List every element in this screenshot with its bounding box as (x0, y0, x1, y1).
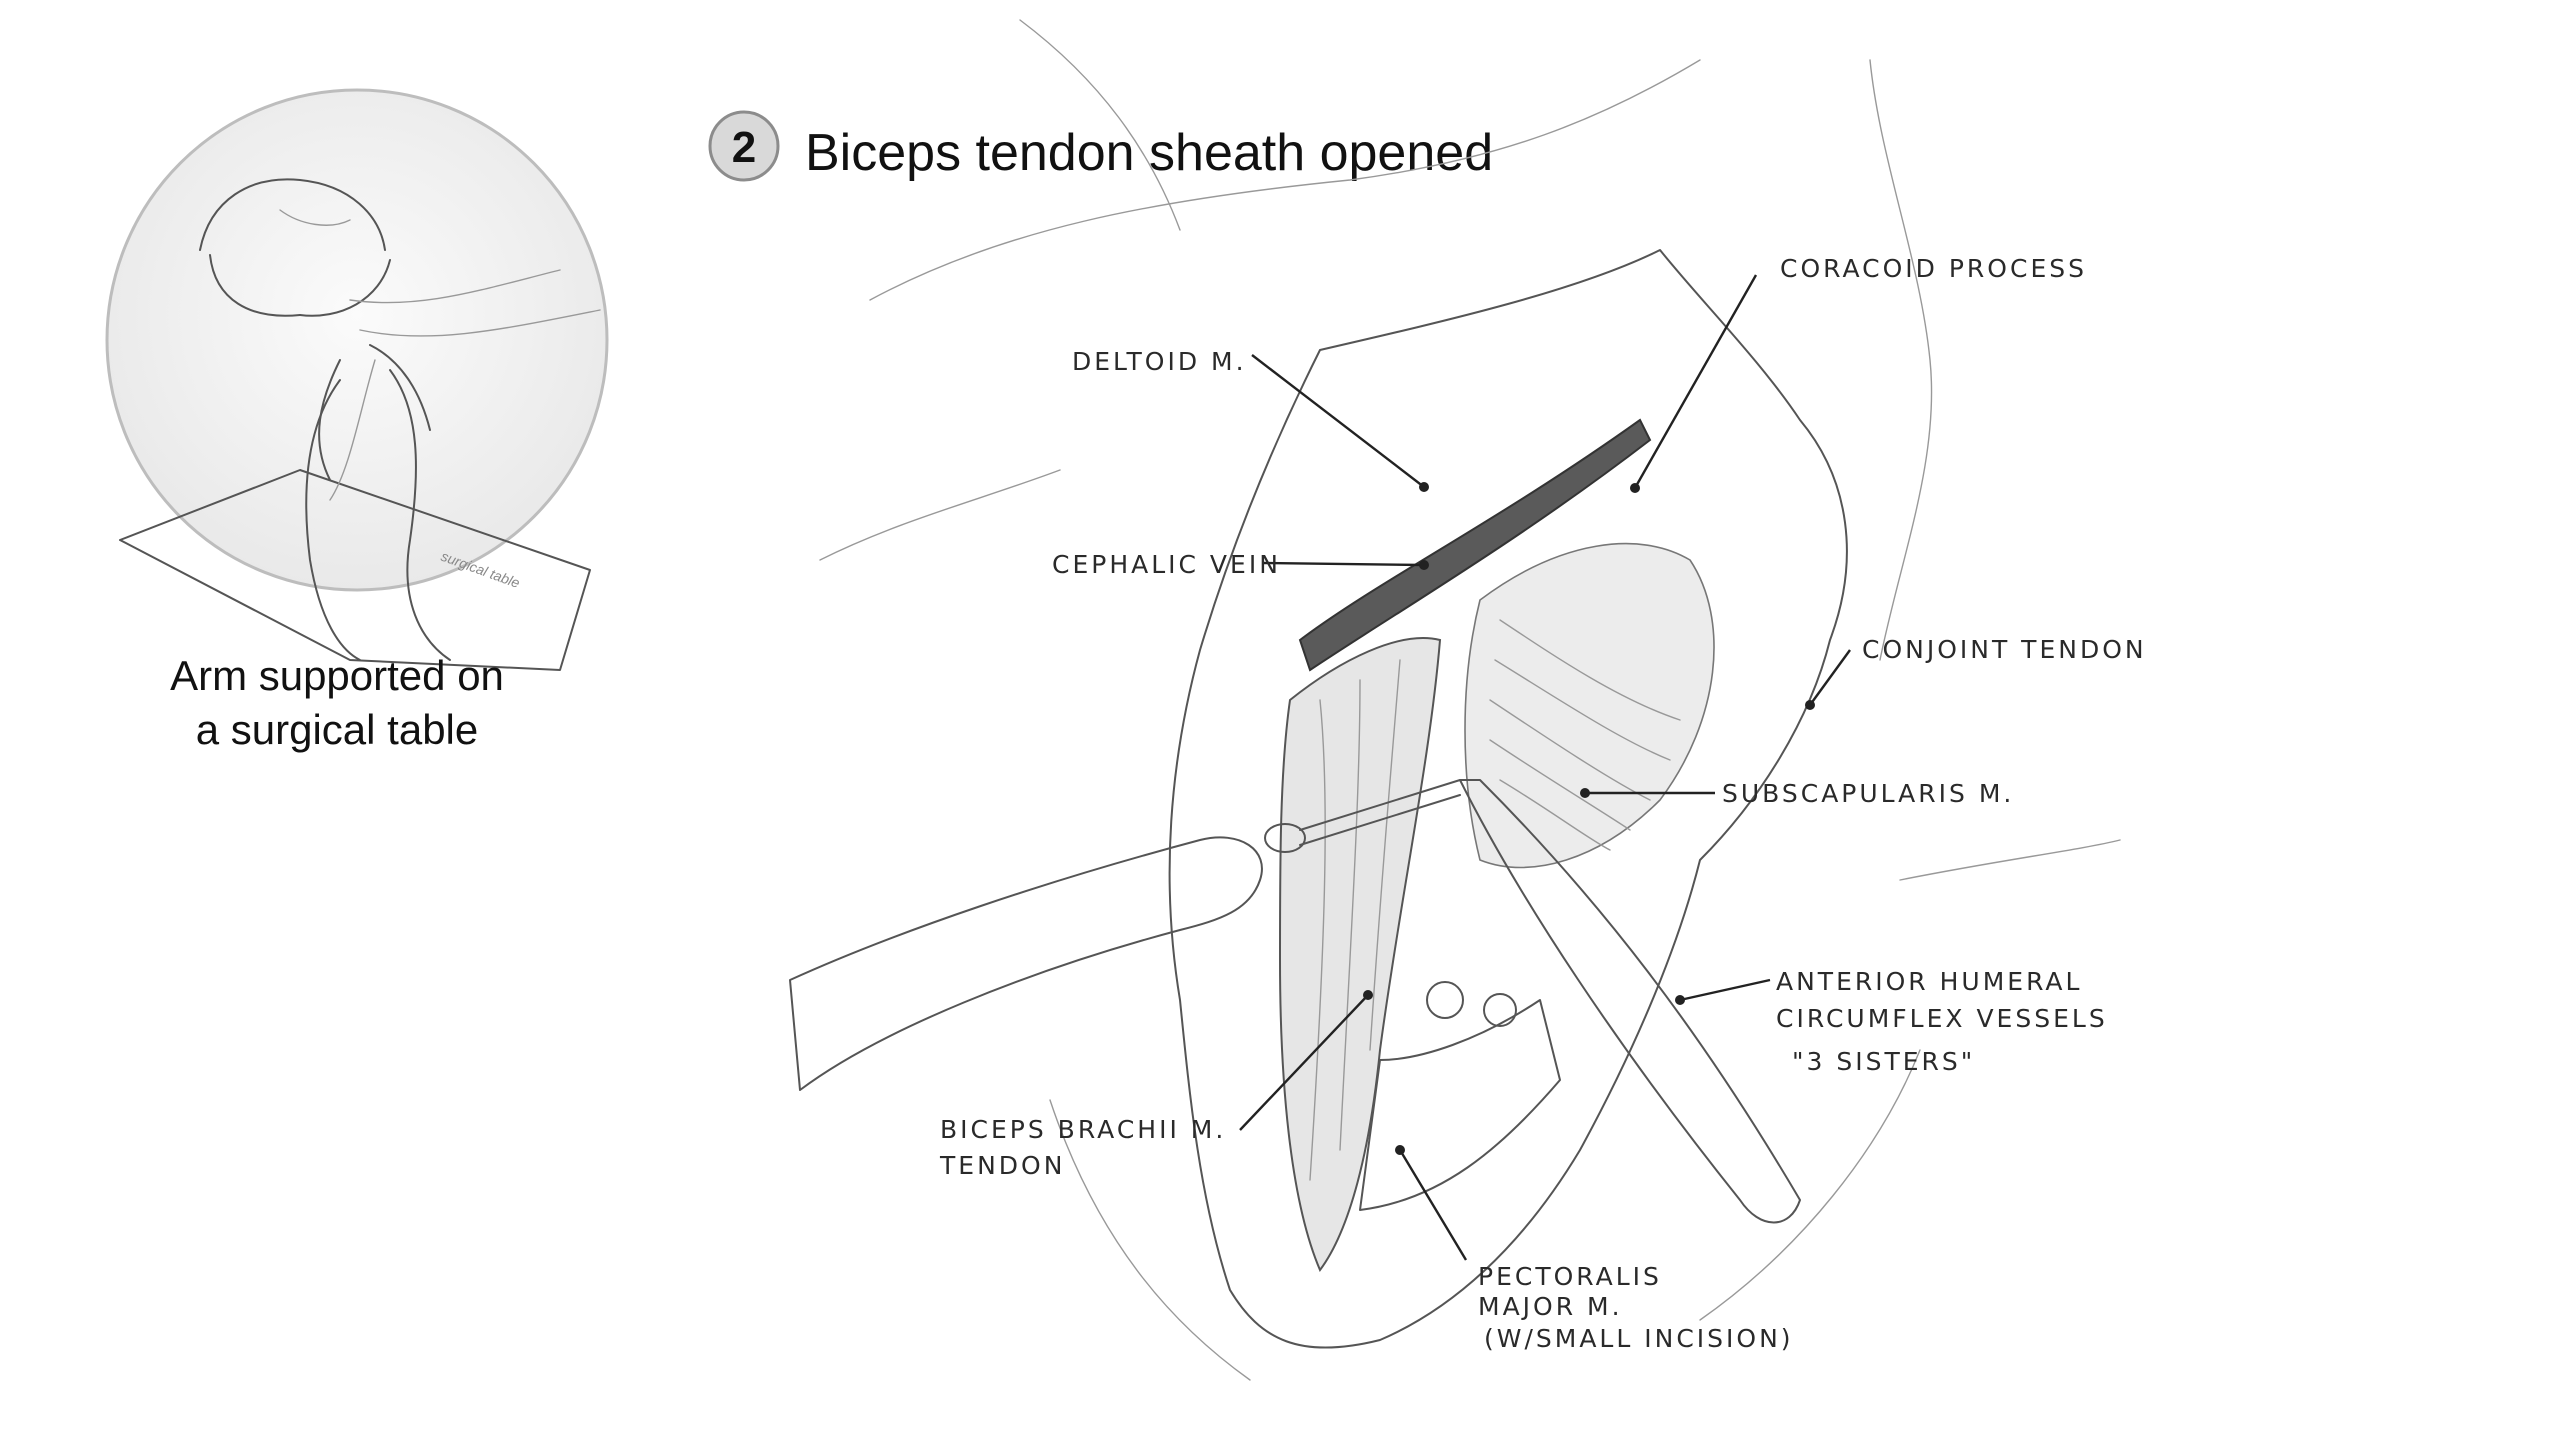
leader-anterior-humeral (1679, 978, 1771, 1002)
label-deltoid: DELTOID M. (1072, 347, 1247, 376)
leader-coracoid (1633, 274, 1758, 489)
step-badge (708, 110, 780, 182)
label-anterior-humeral-1: ANTERIOR HUMERAL (1776, 967, 2082, 996)
label-pectoralis-2: MAJOR M. (1478, 1292, 1623, 1321)
label-cephalic-vein: CEPHALIC VEIN (1052, 550, 1281, 579)
inset-circle (105, 88, 609, 592)
inset-caption-line2: a surgical table (196, 706, 479, 753)
label-conjoint-tendon: CONJOINT TENDON (1862, 635, 2147, 664)
label-pectoralis-3: (W/SMALL INCISION) (1484, 1324, 1794, 1353)
subscapularis-region (1464, 542, 1715, 869)
leader-biceps (1239, 994, 1369, 1131)
surgical-table (119, 469, 591, 671)
label-coracoid-process: CORACOID PROCESS (1780, 254, 2087, 283)
inset-illustration: surgical table Arm supported on a surgic… (105, 88, 609, 753)
step-header: 2 Biceps tendon sheath opened (708, 110, 1493, 182)
label-biceps-2: TENDON (939, 1151, 1065, 1180)
leader-deltoid (1251, 354, 1425, 488)
patient-sketch (199, 178, 601, 481)
label-pectoralis-1: PECTORALIS (1478, 1262, 1662, 1291)
label-subscapularis: SUBSCAPULARIS M. (1722, 779, 2014, 808)
label-anterior-humeral-2: CIRCUMFLEX VESSELS (1776, 1004, 2108, 1033)
step-number: 2 (732, 123, 756, 172)
pectoralis-flap (1359, 999, 1561, 1211)
biceps-tendon (1278, 637, 1442, 1272)
inset-caption-line1: Arm supported on (170, 652, 504, 699)
surgical-sketch: DELTOID M. CEPHALIC VEIN CORACOID PROCES… (789, 19, 2147, 1381)
step-title: Biceps tendon sheath opened (805, 124, 1493, 182)
incision-outline (1168, 249, 1848, 1349)
retractor-handle (789, 836, 1263, 1091)
leader-pectoralis (1398, 1149, 1468, 1261)
leader-conjoint (1809, 649, 1851, 706)
arm-sketch (305, 379, 361, 661)
forceps (1459, 779, 1801, 1224)
leader-cephalic-vein (1261, 561, 1425, 567)
label-anterior-humeral-3: "3 SISTERS" (1792, 1047, 1975, 1076)
label-biceps-1: BICEPS BRACHII M. (940, 1115, 1226, 1144)
cephalic-vein (1298, 418, 1652, 672)
